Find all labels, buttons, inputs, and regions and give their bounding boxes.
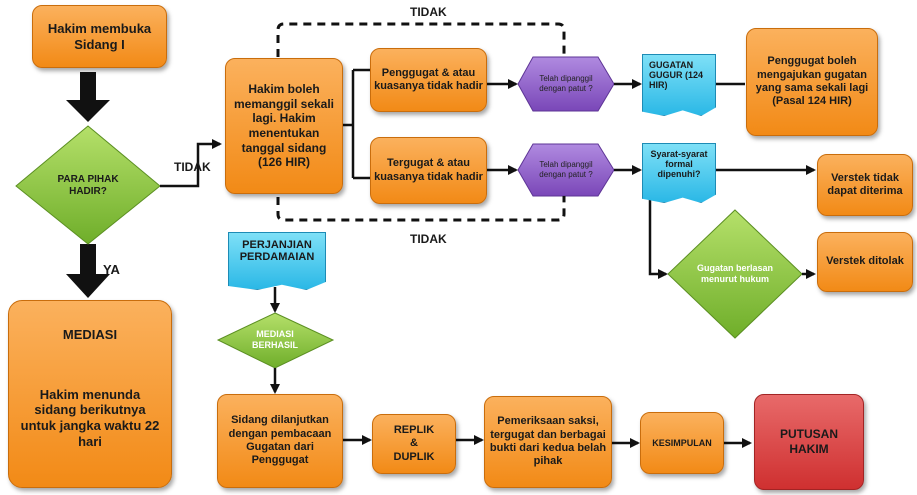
node-tergugat-tidak-hadir-label: Tergugat & atau kuasanya tidak hadir (374, 157, 483, 183)
edge-label-tidak-mid: TIDAK (174, 160, 211, 174)
node-replik-duplik: REPLIK & DUPLIK (372, 414, 456, 474)
node-putusan-hakim-label: PUTUSAN HAKIM (779, 427, 838, 456)
edge-label-tidak-top: TIDAK (410, 5, 447, 19)
node-tergugat-tidak-hadir: Tergugat & atau kuasanya tidak hadir (370, 137, 487, 204)
node-verstek-tidak: Verstek tidak dapat diterima (817, 154, 913, 216)
node-mediasi-title: MEDIASI (62, 327, 118, 343)
node-pemeriksaan-label: Pemeriksaan saksi, tergugat dan berbagai… (489, 415, 607, 468)
node-sidang-dilanjutkan-label: Sidang dilanjutkan dengan pembacaan Guga… (228, 414, 332, 467)
node-hakim-membuka-label: Hakim membuka Sidang I (47, 20, 152, 52)
node-sidang-dilanjutkan: Sidang dilanjutkan dengan pembacaan Guga… (217, 394, 343, 488)
doc-gugatan-gugur: GUGATAN GUGUR (124 HIR) (642, 54, 716, 116)
edge-label-tidak-bottom: TIDAK (410, 232, 447, 246)
node-verstek-ditolak-label: Verstek ditolak (826, 255, 904, 268)
decision-gugatan-berlasan (667, 209, 803, 339)
node-mediasi-body: Hakim menunda sidang berikutnya untuk ja… (20, 386, 160, 449)
edge-label-ya: YA (103, 262, 120, 277)
decision-telah-dipanggil-1-label: Telah dipanggil dengan patut ? (539, 74, 593, 93)
node-penggugat-tidak-hadir-label: Penggugat & atau kuasanya tidak hadir (374, 66, 483, 92)
node-verstek-tidak-label: Verstek tidak dapat diterima (827, 171, 903, 197)
doc-syarat-label: Syarat-syarat formal dipenuhi? (650, 149, 708, 179)
node-putusan-hakim: PUTUSAN HAKIM (754, 394, 864, 490)
decision-para-pihak (15, 125, 161, 245)
node-replik-duplik-label: REPLIK & DUPLIK (393, 423, 435, 463)
decision-telah-dipanggil-1 (517, 56, 615, 112)
doc-gugatan-gugur-label: GUGATAN GUGUR (124 HIR) (649, 60, 704, 90)
node-penggugat-boleh-label: Penggugat boleh mengajukan gugatan yang … (755, 55, 869, 108)
node-verstek-ditolak: Verstek ditolak (817, 232, 913, 292)
decision-telah-dipanggil-2 (517, 143, 615, 197)
node-penggugat-boleh: Penggugat boleh mengajukan gugatan yang … (746, 28, 878, 136)
decision-telah-dipanggil-2-label: Telah dipanggil dengan patut ? (539, 160, 593, 179)
node-kesimpulan: KESIMPULAN (640, 412, 724, 474)
node-hakim-membuka: Hakim membuka Sidang I (32, 5, 167, 68)
doc-syarat: Syarat-syarat formal dipenuhi? (642, 143, 716, 203)
thick-arrow-bottom (66, 244, 110, 298)
node-kesimpulan-label: KESIMPULAN (652, 437, 712, 448)
decision-mediasi-berhasil-label: MEDIASI BERHASIL (251, 329, 298, 350)
node-pemeriksaan: Pemeriksaan saksi, tergugat dan berbagai… (484, 396, 612, 488)
decision-gugatan-berlasan-label: Gugatan berlasan menurut hukum (696, 263, 774, 284)
node-hakim-boleh: Hakim boleh memanggil sekali lagi. Hakim… (225, 58, 343, 194)
node-penggugat-tidak-hadir: Penggugat & atau kuasanya tidak hadir (370, 48, 487, 112)
node-mediasi (8, 300, 172, 488)
doc-perjanjian: PERJANJIAN PERDAMAIAN (228, 232, 326, 290)
decision-para-pihak-label: PARA PIHAK HADIR? (57, 174, 119, 197)
node-hakim-boleh-label: Hakim boleh memanggil sekali lagi. Hakim… (233, 82, 335, 170)
thick-arrow-top (66, 72, 110, 122)
doc-perjanjian-label: PERJANJIAN PERDAMAIAN (239, 239, 315, 263)
